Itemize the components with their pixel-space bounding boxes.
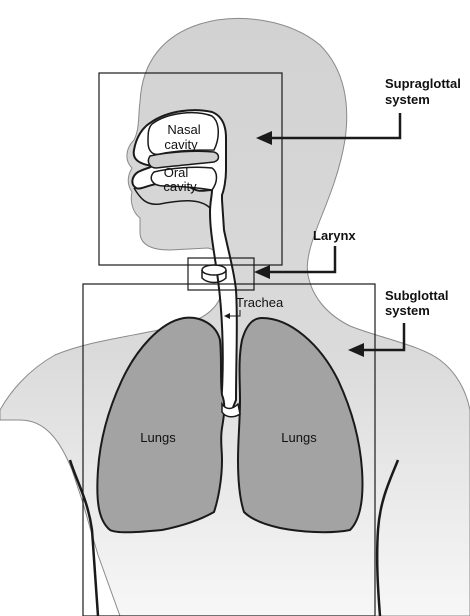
supraglottal-label-line2: system	[385, 92, 430, 107]
larynx-leader	[268, 246, 337, 274]
jaw-line	[133, 187, 211, 209]
bronchi	[221, 401, 241, 418]
glottis	[201, 264, 227, 276]
oral-cavity-shape	[150, 166, 218, 191]
oral-label-line2: cavity	[163, 179, 197, 194]
supraglottal-box	[98, 72, 283, 266]
larynx-box	[187, 257, 255, 291]
subglottal-leader	[362, 323, 406, 352]
right-torso-line	[375, 459, 400, 616]
left-lung	[96, 316, 226, 534]
supraglottal-label-line1: Supraglottal	[385, 76, 461, 91]
trachea-leader-arrow	[224, 313, 230, 319]
lungs-left-label: Lungs	[140, 430, 176, 445]
larynx-arrow	[254, 265, 270, 279]
subglottal-box	[82, 283, 376, 616]
palate	[147, 150, 220, 169]
trachea-leader	[228, 310, 241, 317]
supraglottal-arrow	[256, 131, 272, 145]
nasal-label-line1: Nasal	[167, 122, 200, 137]
glottis-side	[201, 270, 227, 284]
lungs-right-label: Lungs	[281, 430, 317, 445]
nasal-label-line2: cavity	[164, 137, 198, 152]
trachea-label: Trachea	[236, 295, 284, 310]
larynx-label: Larynx	[313, 228, 356, 243]
supraglottal-leader	[270, 113, 402, 140]
nasal-cavity-shape	[147, 111, 219, 156]
subglottal-label-line1: Subglottal	[385, 288, 449, 303]
subglottal-arrow	[348, 343, 364, 357]
left-torso-line	[68, 459, 100, 616]
subglottal-label-line2: system	[385, 303, 430, 318]
oral-label-line1: Oral	[164, 165, 189, 180]
right-lung	[236, 316, 364, 534]
